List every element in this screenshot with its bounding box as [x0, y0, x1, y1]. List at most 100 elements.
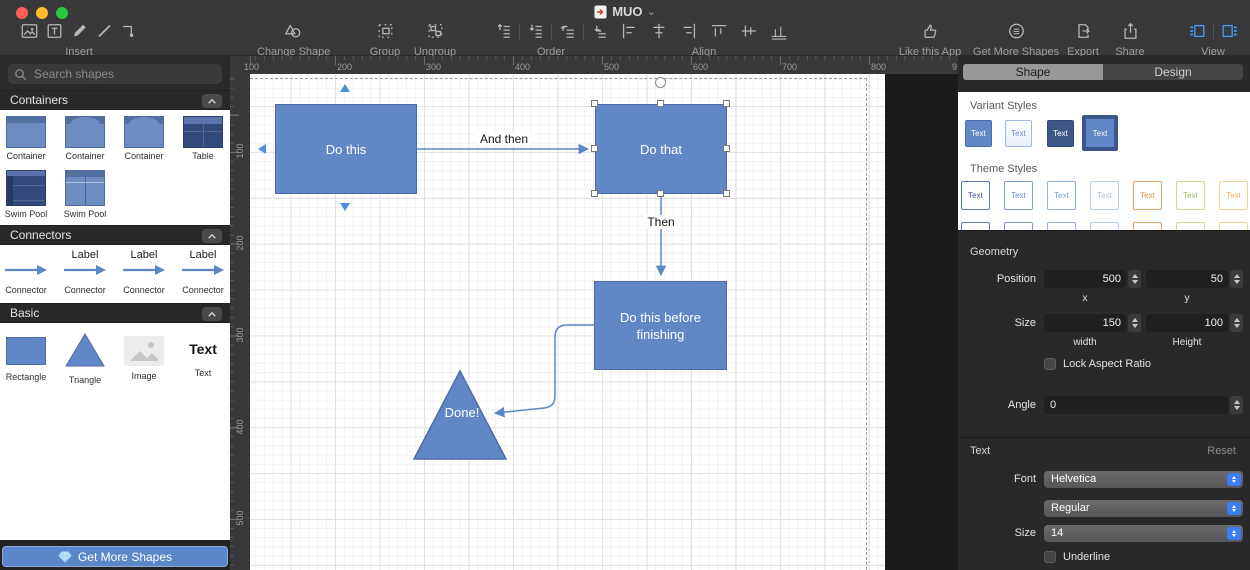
- theme-style-3[interactable]: Text: [1047, 181, 1076, 210]
- connect-hint-up-icon[interactable]: [340, 84, 350, 92]
- font-size-dropdown[interactable]: 14: [1044, 525, 1243, 542]
- diagram-canvas[interactable]: Do this Do that Do this before finishing…: [250, 74, 885, 570]
- angle-field[interactable]: 0: [1044, 396, 1228, 414]
- ungroup-button[interactable]: [426, 21, 445, 41]
- insert-line-button[interactable]: [95, 21, 114, 41]
- get-more-shapes-button[interactable]: Get More Shapes: [2, 546, 228, 567]
- change-shape-button[interactable]: [283, 21, 303, 41]
- shape-item-connector-label-3[interactable]: Label Connector: [177, 249, 229, 295]
- font-style-dropdown[interactable]: Regular: [1044, 500, 1243, 517]
- size-height-stepper[interactable]: [1230, 314, 1243, 332]
- theme-style-12[interactable]: [1133, 222, 1162, 230]
- search-shapes-input[interactable]: [8, 64, 222, 84]
- theme-style-9[interactable]: [1004, 222, 1033, 230]
- minimize-window-button[interactable]: [36, 7, 48, 19]
- angle-stepper[interactable]: [1230, 396, 1243, 414]
- position-x-field[interactable]: 500: [1044, 270, 1126, 288]
- selection-handle-n[interactable]: [657, 100, 664, 107]
- fullscreen-window-button[interactable]: [56, 7, 68, 19]
- text-reset-button[interactable]: Reset: [1207, 445, 1236, 457]
- rotation-handle[interactable]: [655, 77, 666, 88]
- bring-to-front-button[interactable]: [494, 21, 513, 41]
- theme-style-4[interactable]: Text: [1090, 181, 1119, 210]
- size-width-stepper[interactable]: [1128, 314, 1141, 332]
- shape-item-triangle[interactable]: Triangle: [59, 333, 111, 385]
- theme-style-6[interactable]: Text: [1176, 181, 1205, 210]
- selection-handle-se[interactable]: [723, 190, 730, 197]
- insert-image-button[interactable]: [20, 21, 39, 41]
- node-do-this[interactable]: Do this: [275, 104, 417, 194]
- theme-style-11[interactable]: [1090, 222, 1119, 230]
- shape-item-text[interactable]: Text Text: [177, 333, 229, 378]
- collapse-basic-button[interactable]: [202, 307, 222, 321]
- theme-style-1[interactable]: Text: [961, 181, 990, 210]
- theme-style-5[interactable]: Text: [1133, 181, 1162, 210]
- section-header-connectors[interactable]: Connectors: [0, 225, 230, 245]
- insert-connector-button[interactable]: [120, 21, 139, 41]
- shape-item-container-1[interactable]: Container: [0, 116, 52, 161]
- lock-aspect-ratio-checkbox[interactable]: [1044, 358, 1056, 370]
- selection-handle-w[interactable]: [591, 145, 598, 152]
- theme-style-10[interactable]: [1047, 222, 1076, 230]
- underline-checkbox[interactable]: [1044, 551, 1056, 563]
- connect-hint-down-icon[interactable]: [340, 203, 350, 211]
- align-top-button[interactable]: [710, 21, 728, 41]
- theme-style-13[interactable]: [1176, 222, 1205, 230]
- selection-handle-sw[interactable]: [591, 190, 598, 197]
- connector-to-done[interactable]: [493, 324, 594, 418]
- edge-label-and-then[interactable]: And then: [476, 132, 532, 146]
- theme-style-7[interactable]: Text: [1219, 181, 1248, 210]
- align-center-horizontal-button[interactable]: [650, 21, 668, 41]
- tab-shape[interactable]: Shape: [963, 64, 1103, 80]
- send-to-back-button[interactable]: [526, 21, 545, 41]
- align-left-button[interactable]: [620, 21, 638, 41]
- position-y-stepper[interactable]: [1230, 270, 1243, 288]
- close-window-button[interactable]: [16, 7, 28, 19]
- toggle-right-panel-button[interactable]: [1220, 21, 1239, 41]
- collapse-containers-button[interactable]: [202, 94, 222, 108]
- shape-item-image[interactable]: Image: [118, 333, 170, 381]
- variant-style-4-selected[interactable]: Text: [1082, 115, 1118, 151]
- variant-style-1[interactable]: Text: [965, 120, 992, 147]
- selection-handle-s[interactable]: [657, 190, 664, 197]
- align-right-button[interactable]: [680, 21, 698, 41]
- shape-item-container-2[interactable]: Container: [59, 116, 111, 161]
- font-family-dropdown[interactable]: Helvetica: [1044, 471, 1243, 488]
- get-more-shapes-toolbar-button[interactable]: [1007, 21, 1026, 41]
- shape-item-swim-pool-1[interactable]: Swim Pool: [0, 170, 52, 219]
- position-y-field[interactable]: 50: [1146, 270, 1228, 288]
- variant-style-3[interactable]: Text: [1047, 120, 1074, 147]
- toggle-left-panel-button[interactable]: [1188, 21, 1207, 41]
- send-backward-button[interactable]: [590, 21, 609, 41]
- selection-handle-e[interactable]: [723, 145, 730, 152]
- selection-handle-nw[interactable]: [591, 100, 598, 107]
- like-this-app-button[interactable]: [921, 21, 940, 41]
- bring-forward-button[interactable]: [558, 21, 577, 41]
- align-bottom-button[interactable]: [770, 21, 788, 41]
- shape-item-connector-label-2[interactable]: Label Connector: [118, 249, 170, 295]
- section-header-basic[interactable]: Basic: [0, 303, 230, 323]
- shape-item-connector-plain[interactable]: Connector: [0, 249, 52, 295]
- align-center-vertical-button[interactable]: [740, 21, 758, 41]
- collapse-connectors-button[interactable]: [202, 229, 222, 243]
- connect-hint-left-icon[interactable]: [258, 144, 266, 154]
- insert-textbox-button[interactable]: [45, 21, 64, 41]
- shape-item-rectangle[interactable]: Rectangle: [0, 333, 52, 382]
- shape-item-table[interactable]: Table: [177, 116, 229, 161]
- section-header-containers[interactable]: Containers: [0, 90, 230, 110]
- shape-item-container-3[interactable]: Container: [118, 116, 170, 161]
- shape-item-connector-label-1[interactable]: Label Connector: [59, 249, 111, 295]
- edge-label-then[interactable]: Then: [644, 215, 678, 229]
- size-width-field[interactable]: 150: [1044, 314, 1126, 332]
- tab-design[interactable]: Design: [1103, 64, 1243, 80]
- theme-style-14[interactable]: [1219, 222, 1248, 230]
- theme-style-2[interactable]: Text: [1004, 181, 1033, 210]
- variant-style-2[interactable]: Text: [1005, 120, 1032, 147]
- export-button[interactable]: [1074, 21, 1093, 41]
- selection-handle-ne[interactable]: [723, 100, 730, 107]
- insert-pencil-button[interactable]: [70, 21, 89, 41]
- done-triangle-shape[interactable]: [412, 369, 508, 460]
- theme-style-8[interactable]: [961, 222, 990, 230]
- node-do-that[interactable]: Do that: [595, 104, 727, 194]
- shape-item-swim-pool-2[interactable]: Swim Pool: [59, 170, 111, 219]
